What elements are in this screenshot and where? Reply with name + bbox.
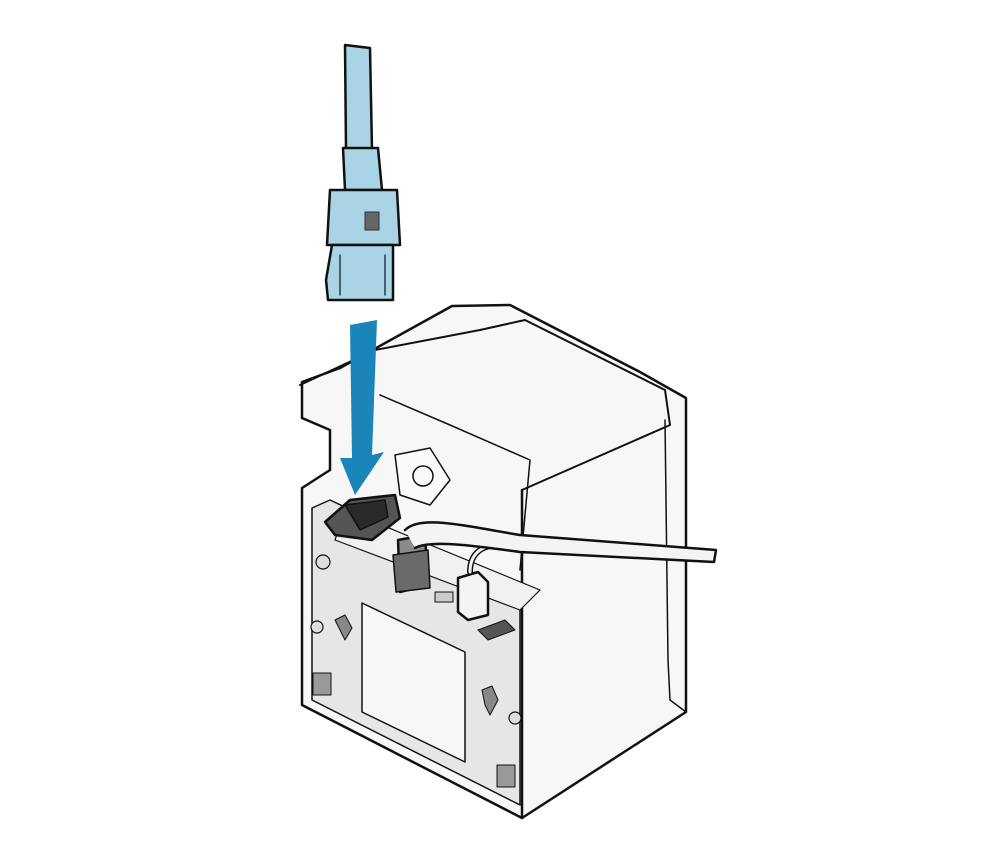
power-cable-plug[interactable] — [324, 43, 402, 302]
insert-direction-arrow-icon — [340, 320, 384, 495]
port — [477, 619, 516, 641]
power-inlet[interactable] — [323, 493, 402, 542]
routed-cable — [403, 521, 718, 564]
port — [434, 591, 454, 603]
ethernet-connector — [392, 533, 431, 594]
label-area — [361, 602, 466, 763]
